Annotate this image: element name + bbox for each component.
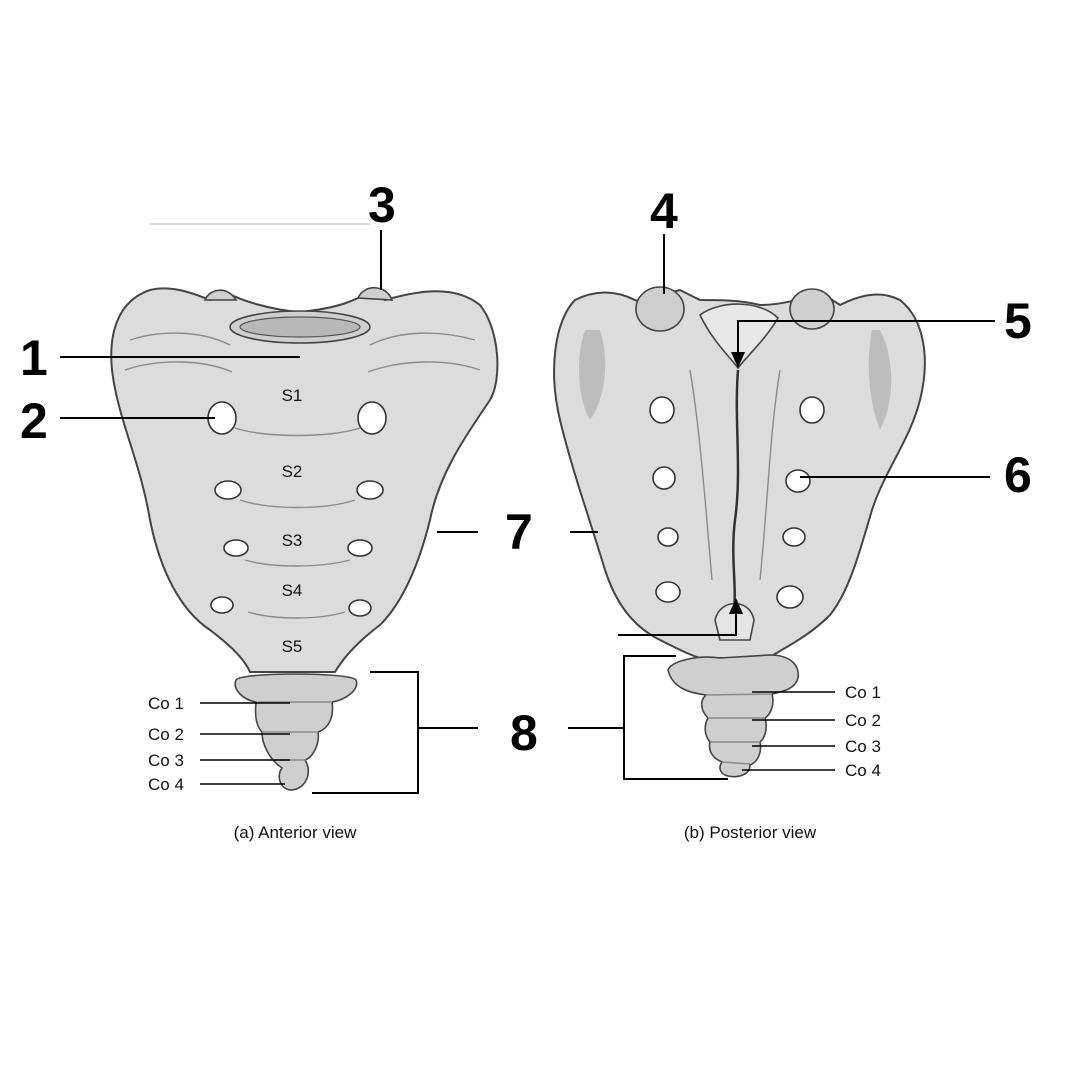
median-sacral-crest [731, 369, 740, 616]
transverse-ridge [234, 427, 361, 437]
posterior-foramen [655, 581, 681, 603]
posterior-foramen [657, 527, 679, 547]
vertebra-label-s5: S5 [282, 637, 303, 656]
posterior-foramen [782, 527, 806, 547]
vertebra-label-s3: S3 [282, 531, 303, 550]
bracket-8-right [623, 655, 728, 780]
number-label-4: 4 [650, 183, 678, 239]
left-superior-process [203, 289, 238, 301]
transverse-ridge [239, 499, 356, 509]
number-label-8: 8 [510, 705, 538, 761]
anterior-foramen [214, 480, 242, 500]
anterior-foramen [357, 401, 387, 435]
vertebra-label-s4: S4 [282, 581, 303, 600]
coccyx-joint [705, 693, 773, 696]
number-label-5: 5 [1004, 293, 1032, 349]
left-ala-ridge [129, 332, 231, 346]
bracket-8-left [312, 671, 419, 794]
coccyx-label-co3-posterior: Co 3 [845, 737, 881, 756]
posterior-foramen [649, 396, 675, 424]
coccyx-label-co2-posterior: Co 2 [845, 711, 881, 730]
anterior-foramen [223, 539, 249, 557]
left-superior-facet [635, 286, 685, 332]
auricular-surface [578, 330, 606, 420]
coccyx-label-co4-anterior: Co 4 [148, 775, 184, 794]
auricular-surface [868, 330, 892, 430]
number-label-7: 7 [505, 504, 533, 560]
leader-hiatus [618, 608, 737, 636]
caption-posterior: (b) Posterior view [684, 823, 817, 842]
right-superior-process [356, 286, 394, 301]
posterior-foramen [799, 396, 825, 424]
anterior-foramen [356, 480, 384, 500]
anterior-sacrum [110, 286, 499, 791]
number-label-2: 2 [20, 393, 48, 449]
anterior-foramen [348, 599, 372, 617]
coccyx-label-co4-posterior: Co 4 [845, 761, 881, 780]
vertebra-label-s2: S2 [282, 462, 303, 481]
coccyx-label-co2-anterior: Co 2 [148, 725, 184, 744]
intermediate-crest [689, 369, 713, 581]
vertebra-label-s1: S1 [282, 386, 303, 405]
number-label-6: 6 [1004, 447, 1032, 503]
coccyx-label-co3-anterior: Co 3 [148, 751, 184, 770]
right-superior-facet [789, 288, 835, 330]
posterior-coccyx [667, 654, 799, 778]
promontory-surface [239, 316, 361, 338]
intermediate-crest [759, 369, 781, 581]
posterior-foramen [785, 469, 811, 493]
arrowhead-5 [731, 352, 745, 368]
caption-anterior: (a) Anterior view [234, 823, 358, 842]
anterior-foramen [210, 596, 234, 614]
number-label-1: 1 [20, 330, 48, 386]
posterior-foramen [776, 585, 804, 609]
sacral-hiatus [714, 602, 755, 641]
anterior-foramen [347, 539, 373, 557]
anterior-sacrum-outline [110, 287, 499, 673]
posterior-sacrum-outline [553, 288, 926, 659]
right-ala-ridge [367, 361, 481, 373]
coccyx-joint [721, 761, 751, 765]
coccyx-label-co1-anterior: Co 1 [148, 694, 184, 713]
left-ala-ridge [124, 361, 233, 373]
transverse-ridge [247, 611, 346, 619]
posterior-foramen [652, 466, 676, 490]
number-label-3: 3 [368, 177, 396, 233]
coccyx-label-co1-posterior: Co 1 [845, 683, 881, 702]
leader-5 [737, 320, 995, 360]
posterior-sacrum [553, 286, 926, 778]
arrowhead-hiatus [729, 598, 743, 614]
right-ala-ridge [369, 332, 476, 346]
transverse-ridge [244, 559, 351, 567]
